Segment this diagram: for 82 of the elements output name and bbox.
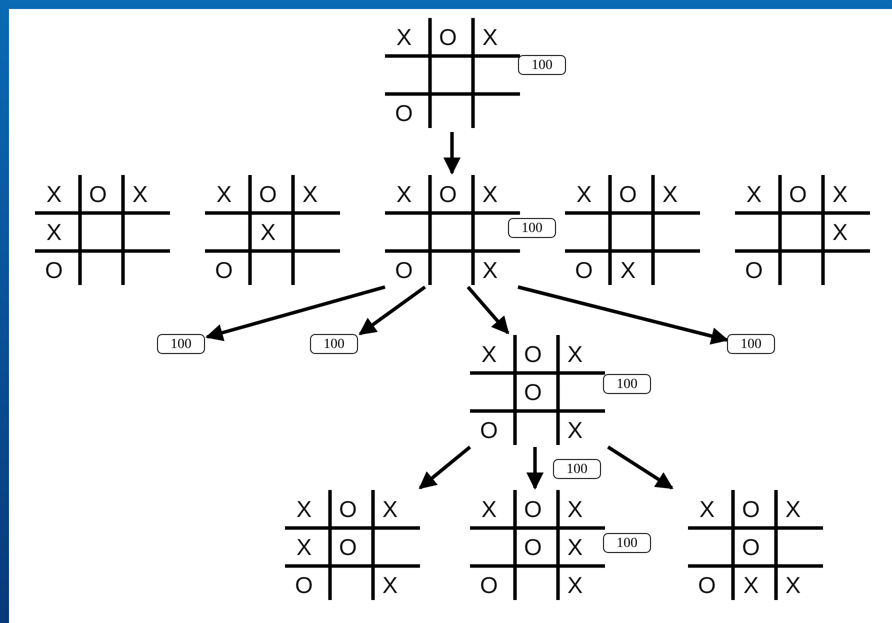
board-mark: O [338, 498, 358, 521]
tic-tac-toe-board [735, 175, 870, 285]
board-mark: X [566, 343, 584, 366]
board-mark: X [481, 26, 499, 49]
board-mark: X [566, 574, 584, 597]
board-mark: O [214, 259, 234, 282]
tic-tac-toe-board [285, 490, 420, 600]
board-mark: O [394, 102, 414, 125]
score-box: 100 [553, 459, 601, 479]
board-mark: X [784, 498, 802, 521]
arrow [526, 447, 544, 490]
board-mark: X [45, 183, 63, 206]
board-mark: X [259, 221, 277, 244]
board-mark: O [741, 536, 761, 559]
board-mark: O [523, 498, 543, 521]
board-mark: O [523, 343, 543, 366]
board-mark: X [619, 259, 637, 282]
board-mark: O [438, 183, 458, 206]
board-mark: X [566, 536, 584, 559]
score-box: 100 [508, 218, 556, 238]
arrow [205, 285, 386, 342]
board-mark: X [480, 498, 498, 521]
board-mark: X [698, 498, 716, 521]
board-mark: X [831, 183, 849, 206]
tic-tac-toe-board [385, 18, 520, 128]
arrow [358, 286, 426, 336]
board-mark: X [745, 183, 763, 206]
board-mark: X [566, 498, 584, 521]
board-mark: X [215, 183, 233, 206]
board-mark: O [788, 183, 808, 206]
board-mark: O [294, 574, 314, 597]
arrow [518, 285, 729, 345]
tic-tac-toe-board [565, 175, 700, 285]
board-mark: O [44, 259, 64, 282]
board-mark: O [523, 381, 543, 404]
arrow [607, 446, 674, 490]
board-mark: O [258, 183, 278, 206]
tic-tac-toe-board [470, 335, 605, 445]
board-mark: X [381, 498, 399, 521]
board-mark: X [661, 183, 679, 206]
arrow [418, 446, 472, 490]
board-mark: X [742, 574, 760, 597]
board-mark: O [438, 26, 458, 49]
tic-tac-toe-board [205, 175, 340, 285]
board-mark: X [480, 343, 498, 366]
arrow [443, 132, 461, 175]
board-mark: O [479, 419, 499, 442]
board-mark: X [575, 183, 593, 206]
tic-tac-toe-board [385, 175, 520, 285]
board-mark: O [744, 259, 764, 282]
board-mark: X [295, 498, 313, 521]
board-mark: X [131, 183, 149, 206]
board-mark: O [338, 536, 358, 559]
board-mark: X [381, 574, 399, 597]
score-box: 100 [518, 55, 566, 75]
board-mark: X [301, 183, 319, 206]
board-mark: O [479, 574, 499, 597]
tic-tac-toe-board [35, 175, 170, 285]
board-mark: O [618, 183, 638, 206]
board-mark: X [295, 536, 313, 559]
board-mark: X [566, 419, 584, 442]
board-mark: O [574, 259, 594, 282]
score-box: 100 [603, 374, 651, 394]
score-box: 100 [157, 334, 205, 354]
board-mark: X [395, 183, 413, 206]
arrow [466, 286, 510, 334]
score-box: 100 [310, 334, 358, 354]
board-mark: O [394, 259, 414, 282]
board-mark: X [784, 574, 802, 597]
score-box: 100 [727, 334, 775, 354]
board-mark: X [45, 221, 63, 244]
board-mark: X [481, 183, 499, 206]
board-mark: O [523, 536, 543, 559]
tic-tac-toe-board [470, 490, 605, 600]
board-mark: X [481, 259, 499, 282]
tic-tac-toe-board [688, 490, 823, 600]
board-mark: X [831, 221, 849, 244]
score-box: 100 [603, 533, 651, 553]
board-mark: X [395, 26, 413, 49]
board-mark: O [741, 498, 761, 521]
board-mark: O [697, 574, 717, 597]
board-mark: O [88, 183, 108, 206]
